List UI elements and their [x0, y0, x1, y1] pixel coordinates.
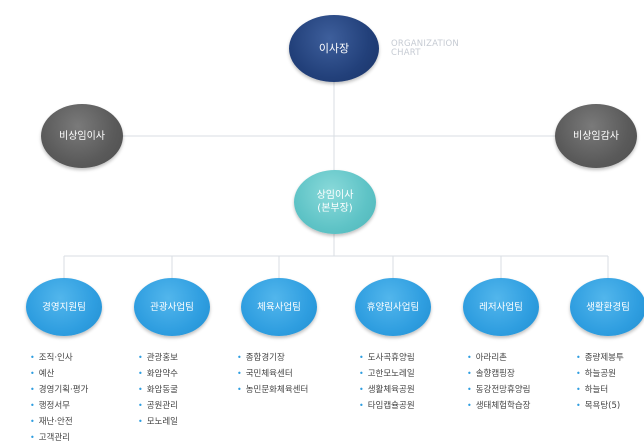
- duty-item: •모노레일: [138, 417, 178, 427]
- team-duty-list-leisure: •아라리촌 •솔향캠핑장 •동강전망휴양림 •생태체험학습장: [467, 350, 530, 414]
- duty-item-label: 생태체험학습장: [475, 401, 531, 411]
- duty-item: •생태체험학습장: [467, 401, 531, 411]
- team-duty-list-living-environment: •종량제봉투 •하늘공원 •하늘터 •목욕탕(5): [576, 350, 624, 414]
- duty-item: •동강전망휴양림: [467, 385, 531, 395]
- duty-item: •하늘공원: [576, 369, 616, 379]
- duty-item-label: 도사곡휴양림: [367, 353, 415, 363]
- duty-item-label: 공원관리: [146, 401, 178, 411]
- duty-item: •아라리촌: [467, 353, 507, 363]
- duty-item: •타임캡슐공원: [359, 401, 415, 411]
- duty-item: •농민문화체육센터: [237, 385, 309, 395]
- chairman-node: 이사장: [289, 15, 379, 82]
- duty-item-label: 조직·인사: [38, 353, 73, 363]
- duty-item-label: 생활체육공원: [367, 385, 415, 395]
- duty-item-label: 종합경기장: [245, 353, 285, 363]
- duty-item: •화암약수: [138, 369, 178, 379]
- duty-item-label: 화암동굴: [146, 385, 178, 395]
- duty-item: •관광홍보: [138, 353, 178, 363]
- duty-item: •생활체육공원: [359, 385, 415, 395]
- team-duty-list-management-support: •조직·인사 •예산 •경영기획·평가 •행정서무 •재난·안전 •고객관리: [30, 350, 88, 446]
- duty-item: •예산: [30, 369, 55, 379]
- duty-item-label: 관광홍보: [146, 353, 178, 363]
- team-node-recreation-forest: 휴양림사업팀: [355, 278, 431, 336]
- duty-item: •고한모노레일: [359, 369, 415, 379]
- duty-item: •종량제봉투: [576, 353, 624, 363]
- nonstanding-director-node: 비상임이사: [41, 104, 123, 168]
- duty-item-label: 경영기획·평가: [38, 385, 89, 395]
- team-duty-list-tourism: •관광홍보 •화암약수 •화암동굴 •공원관리 •모노레일: [138, 350, 178, 430]
- duty-item-label: 고객관리: [38, 433, 70, 443]
- duty-item-label: 종량제봉투: [584, 353, 624, 363]
- duty-item: •하늘터: [576, 385, 609, 395]
- team-duty-list-recreation-forest: •도사곡휴양림 •고한모노레일 •생활체육공원 •타임캡슐공원: [359, 350, 415, 414]
- duty-item-label: 화암약수: [146, 369, 178, 379]
- team-node-living-environment: 생활환경팀: [570, 278, 644, 336]
- duty-item: •솔향캠핑장: [467, 369, 515, 379]
- duty-item: •경영기획·평가: [30, 385, 89, 395]
- team-node-sports: 체육사업팀: [241, 278, 317, 336]
- team-duty-list-sports: •종합경기장 •국민체육센터 •농민문화체육센터: [237, 350, 308, 398]
- duty-item: •재난·안전: [30, 417, 73, 427]
- duty-item-label: 재난·안전: [38, 417, 73, 427]
- duty-item: •조직·인사: [30, 353, 73, 363]
- duty-item-label: 모노레일: [146, 417, 178, 427]
- duty-item: •목욕탕(5): [576, 401, 621, 411]
- duty-item-label: 고한모노레일: [367, 369, 415, 379]
- nonstanding-auditor-node: 비상임감사: [555, 104, 637, 168]
- duty-item-label: 행정서무: [38, 401, 70, 411]
- team-node-management-support: 경영지원팀: [26, 278, 102, 336]
- duty-item-label: 농민문화체육센터: [245, 385, 309, 395]
- team-node-leisure: 레저사업팀: [463, 278, 539, 336]
- duty-item-label: 국민체육센터: [245, 369, 293, 379]
- team-node-tourism: 관광사업팀: [134, 278, 210, 336]
- organization-chart-caption: ORGANIZATION CHART: [391, 39, 459, 58]
- standing-director-node: 상임이사 (본부장): [294, 170, 376, 234]
- duty-item: •행정서무: [30, 401, 70, 411]
- duty-item-label: 아라리촌: [475, 353, 507, 363]
- duty-item: •도사곡휴양림: [359, 353, 415, 363]
- duty-item: •화암동굴: [138, 385, 178, 395]
- duty-item: •고객관리: [30, 433, 70, 443]
- duty-item: •공원관리: [138, 401, 178, 411]
- duty-item-label: 동강전망휴양림: [475, 385, 531, 395]
- duty-item: •국민체육센터: [237, 369, 293, 379]
- duty-item-label: 목욕탕(5): [584, 401, 621, 411]
- duty-item-label: 하늘터: [584, 385, 609, 395]
- duty-item-label: 타임캡슐공원: [367, 401, 415, 411]
- duty-item-label: 솔향캠핑장: [475, 369, 515, 379]
- duty-item-label: 예산: [38, 369, 55, 379]
- duty-item-label: 하늘공원: [584, 369, 616, 379]
- duty-item: •종합경기장: [237, 353, 285, 363]
